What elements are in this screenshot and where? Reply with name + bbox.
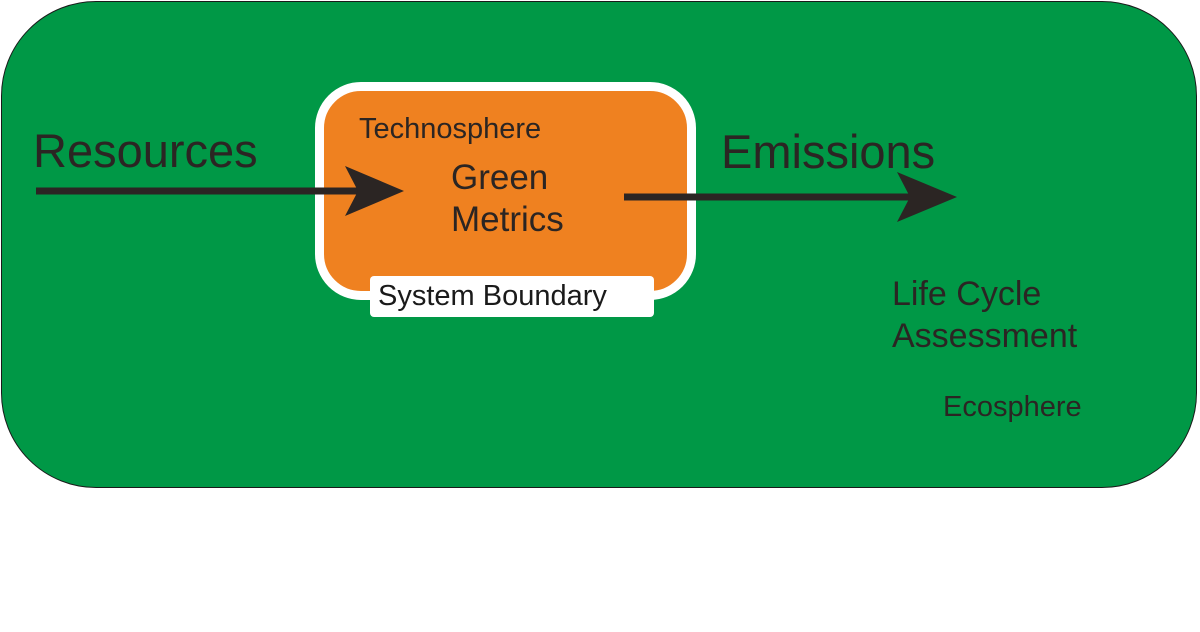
green-metrics-label-line2: Metrics bbox=[451, 200, 564, 239]
system-boundary-label: System Boundary bbox=[378, 280, 607, 312]
system-boundary-tag: System Boundary bbox=[370, 276, 654, 317]
technosphere-label: Technosphere bbox=[359, 113, 542, 145]
life-cycle-assessment-label-line1: Life Cycle bbox=[892, 275, 1042, 313]
resources-label: Resources bbox=[33, 124, 258, 177]
ecosphere-label: Ecosphere bbox=[943, 391, 1082, 423]
green-metrics-label-line1: Green bbox=[451, 158, 549, 197]
emissions-label: Emissions bbox=[721, 125, 936, 178]
life-cycle-assessment-label-line2: Assessment bbox=[892, 317, 1078, 355]
